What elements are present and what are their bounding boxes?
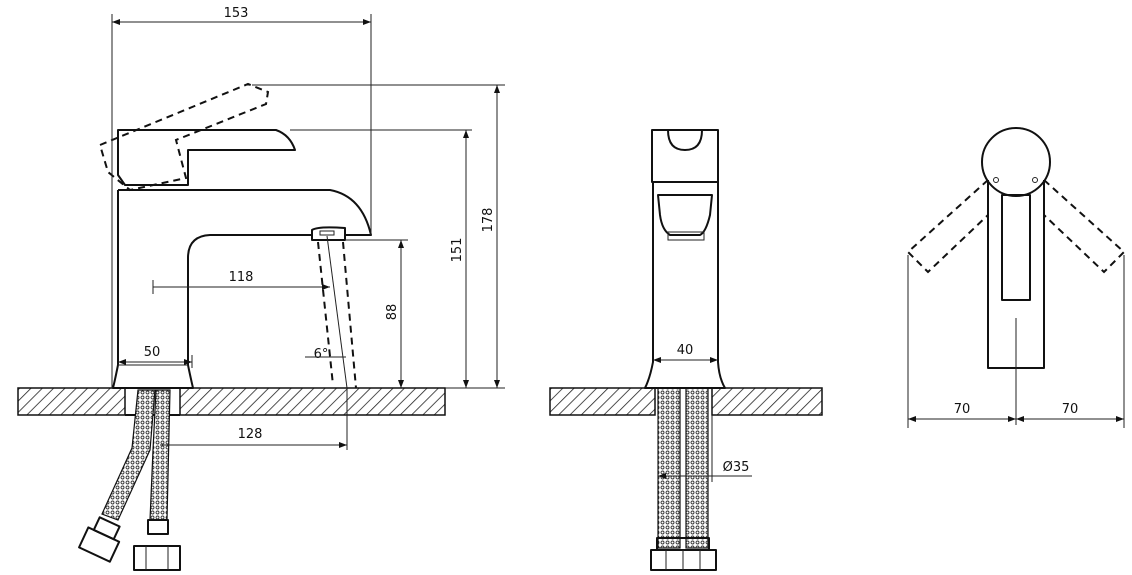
dimension-128: 128 bbox=[160, 388, 348, 450]
dim-label-153: 153 bbox=[224, 6, 249, 21]
dim-label-88: 88 bbox=[385, 304, 400, 321]
dim-label-128: 128 bbox=[238, 427, 263, 442]
faucet-body-front bbox=[644, 129, 726, 389]
countertop-side bbox=[17, 387, 446, 416]
countertop-front bbox=[549, 387, 823, 416]
dimension-178: 178 bbox=[252, 84, 505, 389]
top-view: 70 70 bbox=[906, 127, 1126, 428]
dimension-70-pair: 70 70 bbox=[907, 255, 1125, 428]
dim-label-151: 151 bbox=[450, 238, 465, 263]
dimension-118: 118 bbox=[152, 270, 330, 294]
dim-label-50: 50 bbox=[144, 345, 161, 360]
dim-label-40: 40 bbox=[677, 343, 694, 358]
dimension-88: 88 bbox=[345, 239, 408, 388]
hoses-front bbox=[650, 387, 717, 571]
water-stream bbox=[305, 235, 357, 389]
hoses-side bbox=[78, 389, 181, 571]
dimension-50: 50 bbox=[118, 345, 193, 368]
front-view: 40 Ø35 bbox=[549, 129, 823, 571]
dimension-40: 40 bbox=[653, 343, 718, 363]
dimension-153: 153 bbox=[111, 6, 372, 388]
dim-label-70-right: 70 bbox=[1062, 402, 1079, 417]
dim-label-118: 118 bbox=[229, 270, 254, 285]
side-view: 153 178 151 88 118 50 bbox=[17, 6, 505, 571]
dimension-151: 151 bbox=[290, 129, 472, 388]
dim-label-diameter-35: Ø35 bbox=[723, 460, 750, 475]
lever-side bbox=[98, 82, 296, 192]
dim-label-70-left: 70 bbox=[954, 402, 971, 417]
angle-label-6deg: 6° bbox=[314, 347, 329, 362]
dimension-diameter-35: Ø35 bbox=[657, 415, 752, 482]
dim-label-178: 178 bbox=[481, 208, 496, 233]
